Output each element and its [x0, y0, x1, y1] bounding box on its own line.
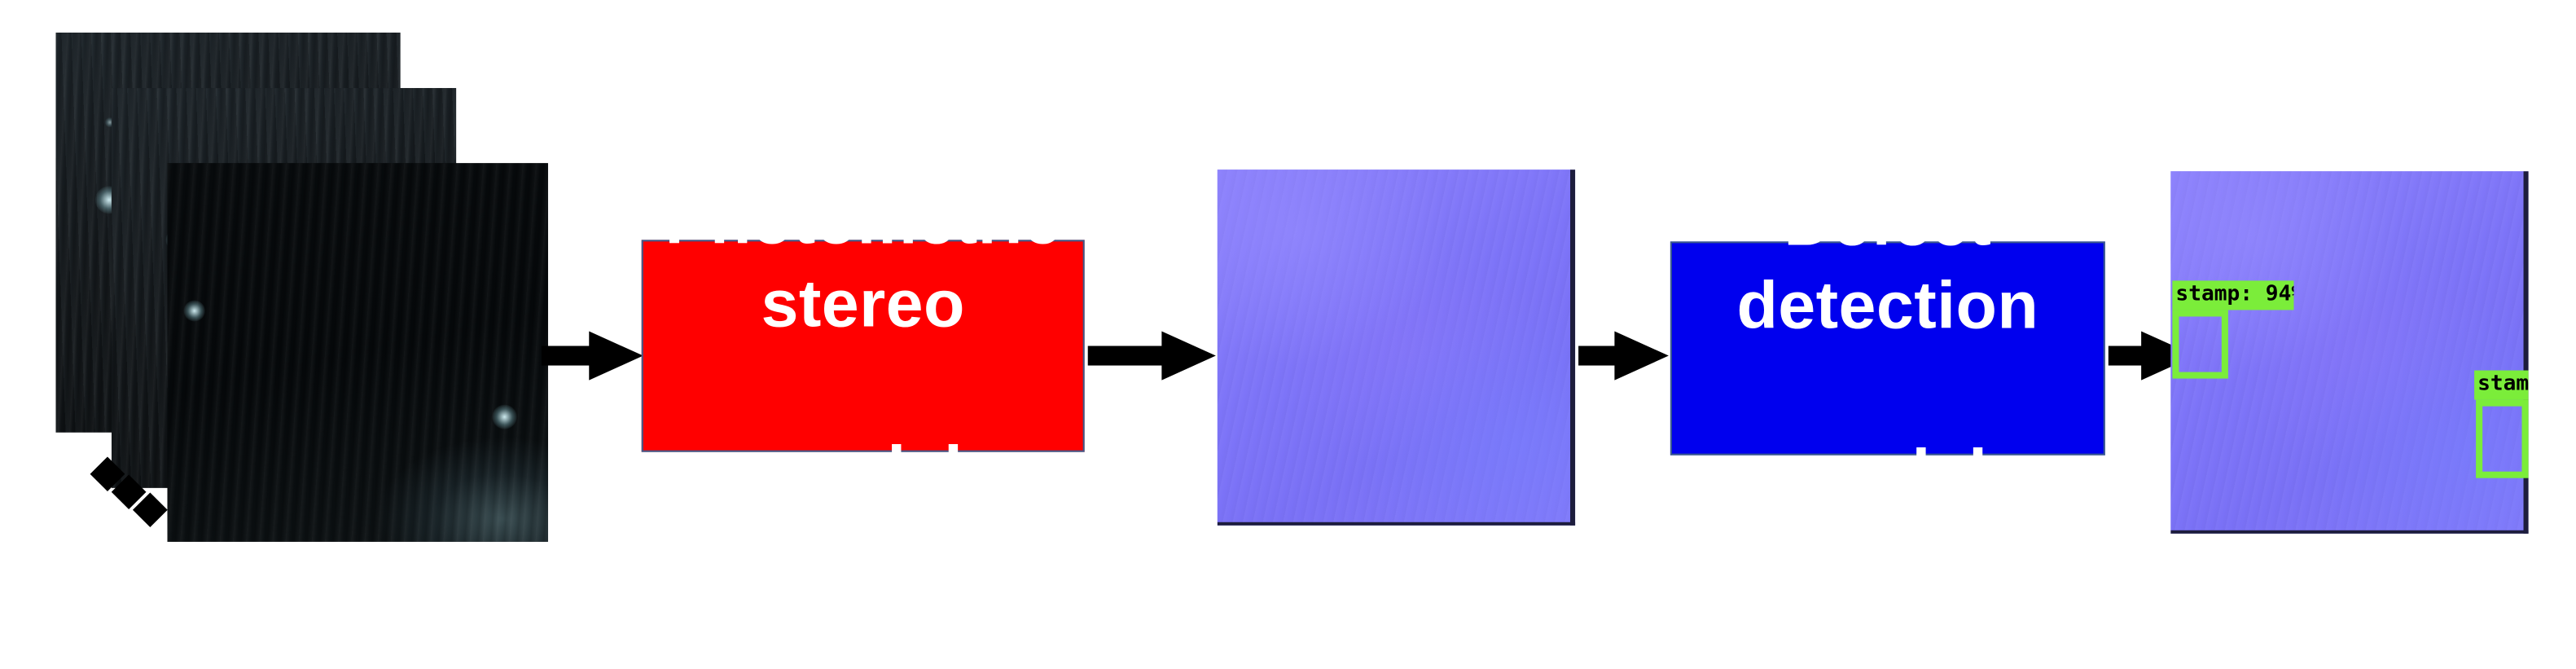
arrow-images-to-photometric: [541, 331, 643, 381]
surface-highlight: [183, 300, 205, 322]
arrow-head: [589, 331, 643, 381]
arrow-photometric-to-normalmap: [1087, 331, 1216, 381]
defect-model-line2: model: [1788, 435, 1988, 511]
detection-label-0: stamp: 94%: [2172, 280, 2294, 310]
photometric-model-line1: Photometric stereo: [665, 182, 1061, 341]
arrow-normalmap-to-defect: [1578, 331, 1669, 381]
normal-map-image: [1217, 169, 1576, 526]
arrow-shaft: [541, 346, 598, 366]
detection-label-1: stamp:: [2474, 370, 2529, 400]
arrow-head: [1614, 331, 1669, 381]
photometric-stereo-model-box[interactable]: Photometric stereo model: [641, 182, 1085, 508]
arrow-shaft: [1087, 346, 1170, 366]
arrow-head: [1161, 331, 1216, 381]
detection-box-1[interactable]: [2476, 399, 2529, 478]
detection-box-0[interactable]: [2172, 310, 2228, 379]
defect-model-line1: Defect detection: [1736, 184, 2039, 344]
defect-detection-model-box[interactable]: Defect detection model: [1670, 184, 2105, 510]
surface-highlight: [492, 404, 517, 429]
detection-result-image: stamp: 94% stamp:: [2170, 171, 2529, 534]
defect-detection-model-label: Defect detection model: [1672, 181, 2104, 516]
photometric-stereo-model-label: Photometric stereo model: [619, 178, 1107, 513]
captured-image-front: [167, 163, 548, 542]
photometric-model-line2: model: [763, 433, 963, 508]
